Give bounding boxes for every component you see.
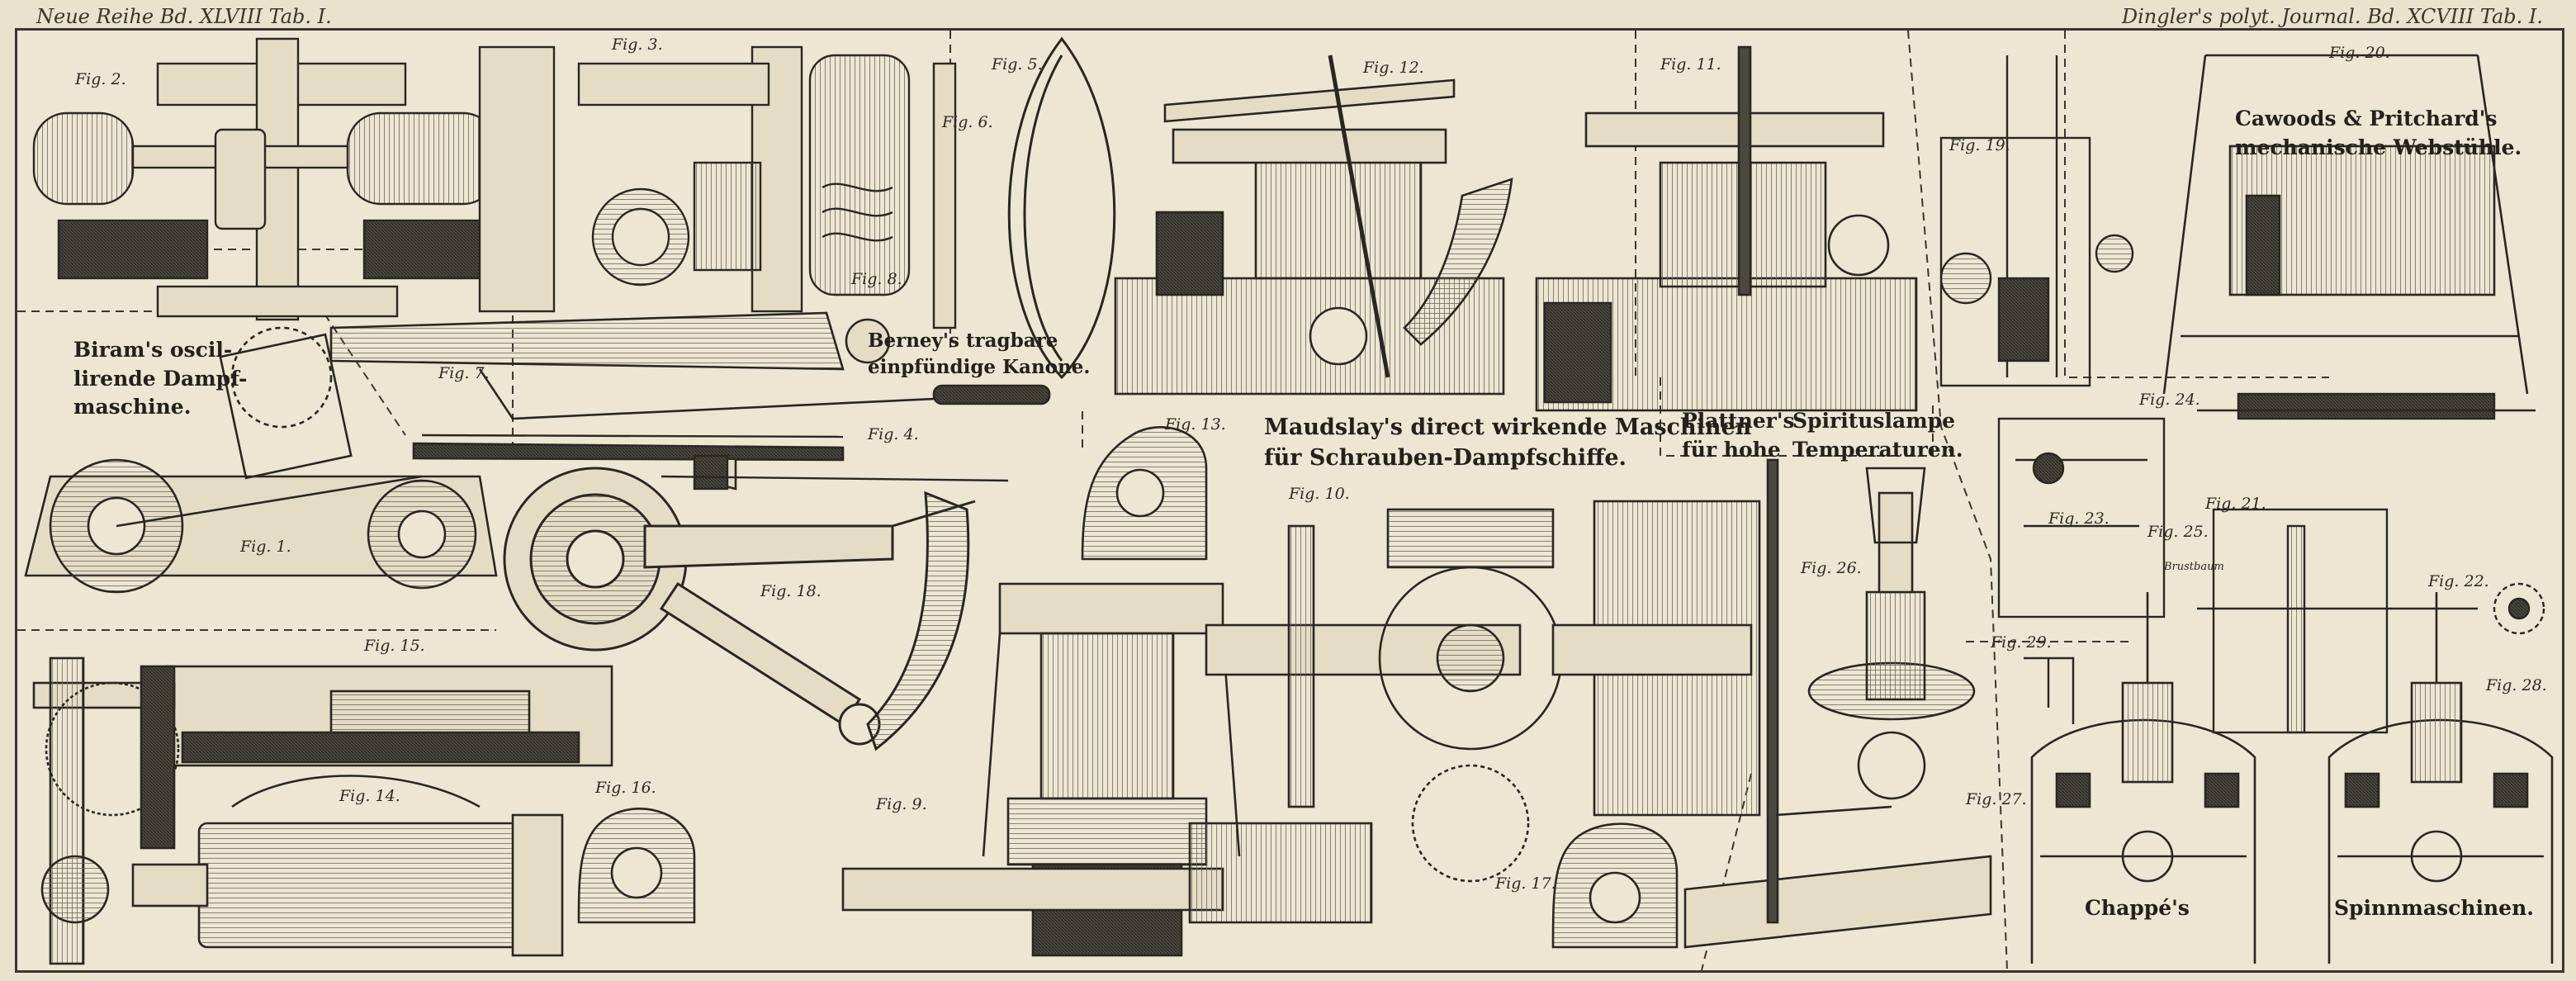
fig9-engine [841, 582, 1373, 957]
fig29-detail [2024, 656, 2075, 724]
fig-label-22: Fig. 22. [2428, 572, 2489, 590]
fig12-engine [1114, 54, 1513, 396]
fig1-oscillating-engine [24, 326, 498, 594]
header-right: Dingler's polyt. Journal. Bd. XCVIII Tab… [2121, 5, 2543, 28]
caption-chappe: Chappé's [2085, 896, 2190, 920]
fig-label-6: Fig. 6. [942, 113, 993, 131]
fig7-cannon [329, 311, 1051, 490]
fig23-detail [1997, 417, 2166, 618]
fig-label-28: Fig. 28. [2486, 676, 2547, 694]
fig-label-14: Fig. 14. [339, 787, 400, 805]
fig5-spring [1007, 36, 1116, 380]
fig-label-26: Fig. 26. [1801, 559, 1862, 577]
fig-label-10: Fig. 10. [1289, 485, 1350, 503]
fig-label-17: Fig. 17. [1495, 874, 1556, 893]
fig-label-21: Fig. 21. [2205, 495, 2266, 513]
fig2-engine-plan [32, 37, 498, 321]
fig13-casing [1081, 426, 1208, 561]
fig4-rod [421, 434, 1009, 490]
caption-biram: Biram's oscil-lirende Dampf-maschine. [73, 338, 248, 419]
fig-label-13: Fig. 13. [1165, 415, 1226, 434]
fig-label-3: Fig. 3. [612, 36, 663, 54]
fig-label-8: Fig. 8. [851, 270, 902, 288]
fig27-spinning-machine [2030, 592, 2256, 964]
brustbaum-label: Brustbaum [2164, 561, 2224, 573]
fig20-loom-front [2162, 54, 2529, 395]
fig22-gear [2493, 582, 2545, 635]
fig8-cylinder [808, 54, 957, 329]
header-left: Neue Reihe Bd. XLVIII Tab. I. [36, 5, 332, 28]
fig-label-12: Fig. 12. [1363, 59, 1424, 77]
fig-label-23: Fig. 23. [2048, 509, 2110, 528]
fig-label-9: Fig. 9. [876, 795, 927, 813]
fig-label-19: Fig. 19. [1949, 136, 2010, 154]
caption-spinnmaschinen: Spinnmaschinen. [2334, 896, 2534, 920]
fig-label-18: Fig. 18. [760, 582, 822, 600]
fig16-pump [577, 808, 696, 924]
fig-label-20: Fig. 20. [2329, 44, 2390, 62]
fig15-cylinder [32, 665, 613, 767]
fig-label-15: Fig. 15. [364, 637, 425, 655]
fig19-loom-side [1939, 55, 2134, 387]
left-gear-column [40, 656, 180, 965]
fig-label-29: Fig. 29. [1991, 633, 2052, 652]
fig3-valve-assembly [478, 45, 803, 313]
technical-drawings [17, 31, 2554, 970]
fig-label-5: Fig. 5. [992, 55, 1043, 73]
fig-label-16: Fig. 16. [595, 779, 656, 797]
plate-frame: Fig. 2. Fig. 3. Fig. 5. Fig. 6. Fig. 8. … [15, 28, 2564, 973]
fig-label-1: Fig. 1. [240, 538, 291, 556]
fig-label-2: Fig. 2. [75, 70, 126, 88]
fig28-spinning-machine [2327, 592, 2554, 964]
fig18-lever [503, 467, 976, 751]
fig24-beam [2197, 392, 2536, 420]
fig11-engine [1535, 45, 1918, 412]
fig-label-27: Fig. 27. [1966, 790, 2027, 808]
fig14-drum [131, 775, 564, 957]
fig21-frame [2197, 508, 2478, 734]
fig-label-11: Fig. 11. [1660, 55, 1721, 73]
fig-label-7: Fig. 7. [438, 364, 490, 382]
fig17-pump [1551, 822, 1679, 949]
fig26-lamp [1683, 458, 1992, 949]
fig-label-25: Fig. 25. [2147, 523, 2209, 541]
fig10-engine [1205, 500, 1761, 883]
fig-label-4: Fig. 4. [868, 425, 919, 443]
fig-label-24: Fig. 24. [2139, 391, 2200, 409]
